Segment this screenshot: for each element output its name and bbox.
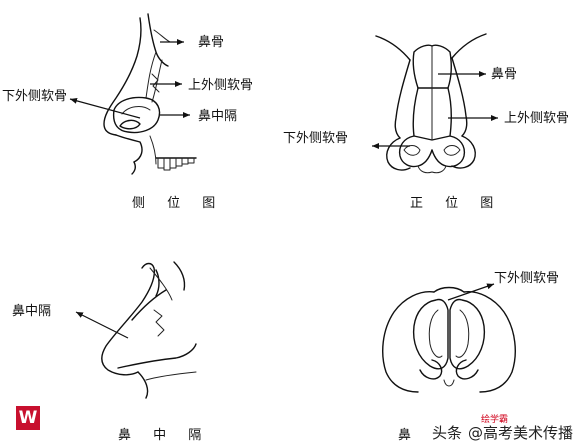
front-nasal-bone-label: 鼻骨 [491,67,518,82]
base-view-drawing [382,283,516,393]
side-upper-lateral-cartilage-label: 上外侧软骨 [188,78,254,93]
front-lower-lateral-cartilage-label: 下外侧软骨 [283,131,349,146]
watermark-red-text: 绘学霸 [481,415,509,425]
front-view-caption: 正 位 图 [410,196,503,211]
base-view-caption: 鼻 [398,428,421,443]
front-view-drawing [372,33,498,174]
side-view-caption: 侧 位 图 [132,196,225,211]
septum-view-drawing [75,261,197,399]
logo-badge: W [16,406,40,430]
side-view-drawing [69,13,197,175]
septum-label: 鼻中隔 [12,304,52,319]
base-lower-lateral-cartilage-label: 下外侧软骨 [494,271,560,286]
septum-view-caption: 鼻 中 隔 [118,428,211,443]
side-septum-label: 鼻中隔 [198,109,238,124]
watermark-source: @高考美术传播 [468,424,574,442]
watermark-prefix: 头条 [432,424,463,442]
front-upper-lateral-cartilage-label: 上外侧软骨 [504,111,570,126]
side-nasal-bone-label: 鼻骨 [198,35,225,50]
side-lower-lateral-cartilage-label: 下外侧软骨 [2,89,68,104]
